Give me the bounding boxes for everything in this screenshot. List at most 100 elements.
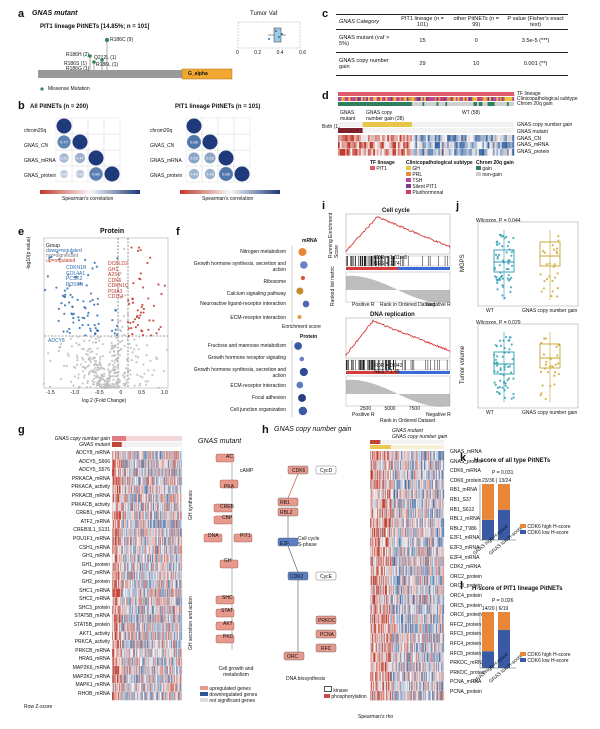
heat-cell [387,122,390,127]
heat-cell [133,545,135,554]
track-cell [450,102,453,106]
heat-cell [137,623,138,632]
heat-cell [436,142,439,149]
heat-cell [135,691,136,701]
corr-value: 0.41 [60,156,69,161]
heat-cell [122,528,124,537]
heat-cell [161,640,162,649]
heat-cell [165,614,166,623]
track-cell [438,92,441,96]
heat-cell [179,640,180,649]
heat-cell [156,485,157,494]
heat-cell [180,691,182,701]
heat-cell [124,528,126,537]
track-cell [420,92,423,96]
heat-cell [147,605,149,615]
heat-cell [172,648,173,658]
volcano-point [63,295,66,298]
heat-cell [135,597,137,606]
heat-cell [121,545,122,554]
volcano-point [57,349,61,353]
heat-cell [133,545,134,554]
heat-cell [135,657,137,666]
heat-cell [341,128,344,133]
heat-cell [130,519,132,529]
heat-cell [131,614,133,623]
track-cell [112,436,114,441]
heat-cell [112,683,114,692]
heat-cell [374,142,377,149]
heat-cell [178,614,180,623]
heat-cell [121,691,122,701]
heat-cell [130,485,131,494]
heat-cell [161,485,162,494]
enrichment-dot [300,275,306,281]
heat-cell [130,580,132,589]
heat-cell [119,537,121,546]
heat-cell [168,485,170,494]
heat-cell [166,528,168,537]
heat-cell [406,149,409,156]
track-cell [142,436,144,441]
heat-cell [173,666,175,675]
heat-cell [120,519,122,529]
heat-cell [123,640,125,649]
heat-cell [175,588,177,597]
volcano-point [84,334,87,337]
volcano-point [103,385,106,388]
heat-cell [492,135,495,142]
heat-cell [154,476,155,486]
track-cell [152,442,154,447]
heat-cell [120,631,122,640]
heat-cell [121,545,123,554]
heat-cell [123,571,124,580]
row-label: GNAS_CN [24,143,49,149]
heat-cell [132,459,134,468]
heat-cell [128,537,130,546]
heat-cell [374,122,377,127]
gsea-plot-cell-cycle [345,213,451,303]
heat-cell [151,528,153,537]
tick: 0.5 [138,390,146,396]
volcano-point [44,288,47,292]
heat-cell [175,614,177,623]
heat-cell [177,623,178,632]
heat-cell [118,691,120,701]
volcano-plot [42,237,169,390]
heat-cell [156,640,158,649]
heat-cell [397,142,400,149]
heat-cell [133,605,135,615]
heat-cell [118,683,120,692]
track-cell [341,102,344,106]
heat-cell [157,451,159,460]
heat-cell [123,519,125,529]
heat-cell [161,571,162,580]
heat-cell [141,476,143,486]
heat-cell [124,545,126,554]
volcano-point [115,324,119,327]
volcano-point [129,373,132,376]
mutation-label: R186L (1) [96,62,119,68]
heat-cell [114,485,116,494]
heat-cell [112,468,114,477]
heat-cell [176,683,178,692]
heat-cell [135,623,137,632]
heat-cell [121,657,122,666]
legend-chrom: Chrom 20q gain gain non-gain [476,160,514,178]
heat-cell [149,459,151,468]
heat-cell [348,149,351,156]
heat-cell [116,476,117,486]
heat-cell [144,485,145,494]
heat-cell [175,691,177,701]
heat-cell [119,571,120,580]
heat-cell [148,605,150,615]
heat-cell [130,451,131,460]
heat-cell [136,640,138,649]
heat-cell [148,485,150,494]
heat-cell [146,511,148,520]
heat-cell [177,597,178,606]
heat-cell [118,648,120,658]
track-cell [169,442,171,447]
heat-cell [123,623,125,632]
heat-cell [132,562,134,572]
